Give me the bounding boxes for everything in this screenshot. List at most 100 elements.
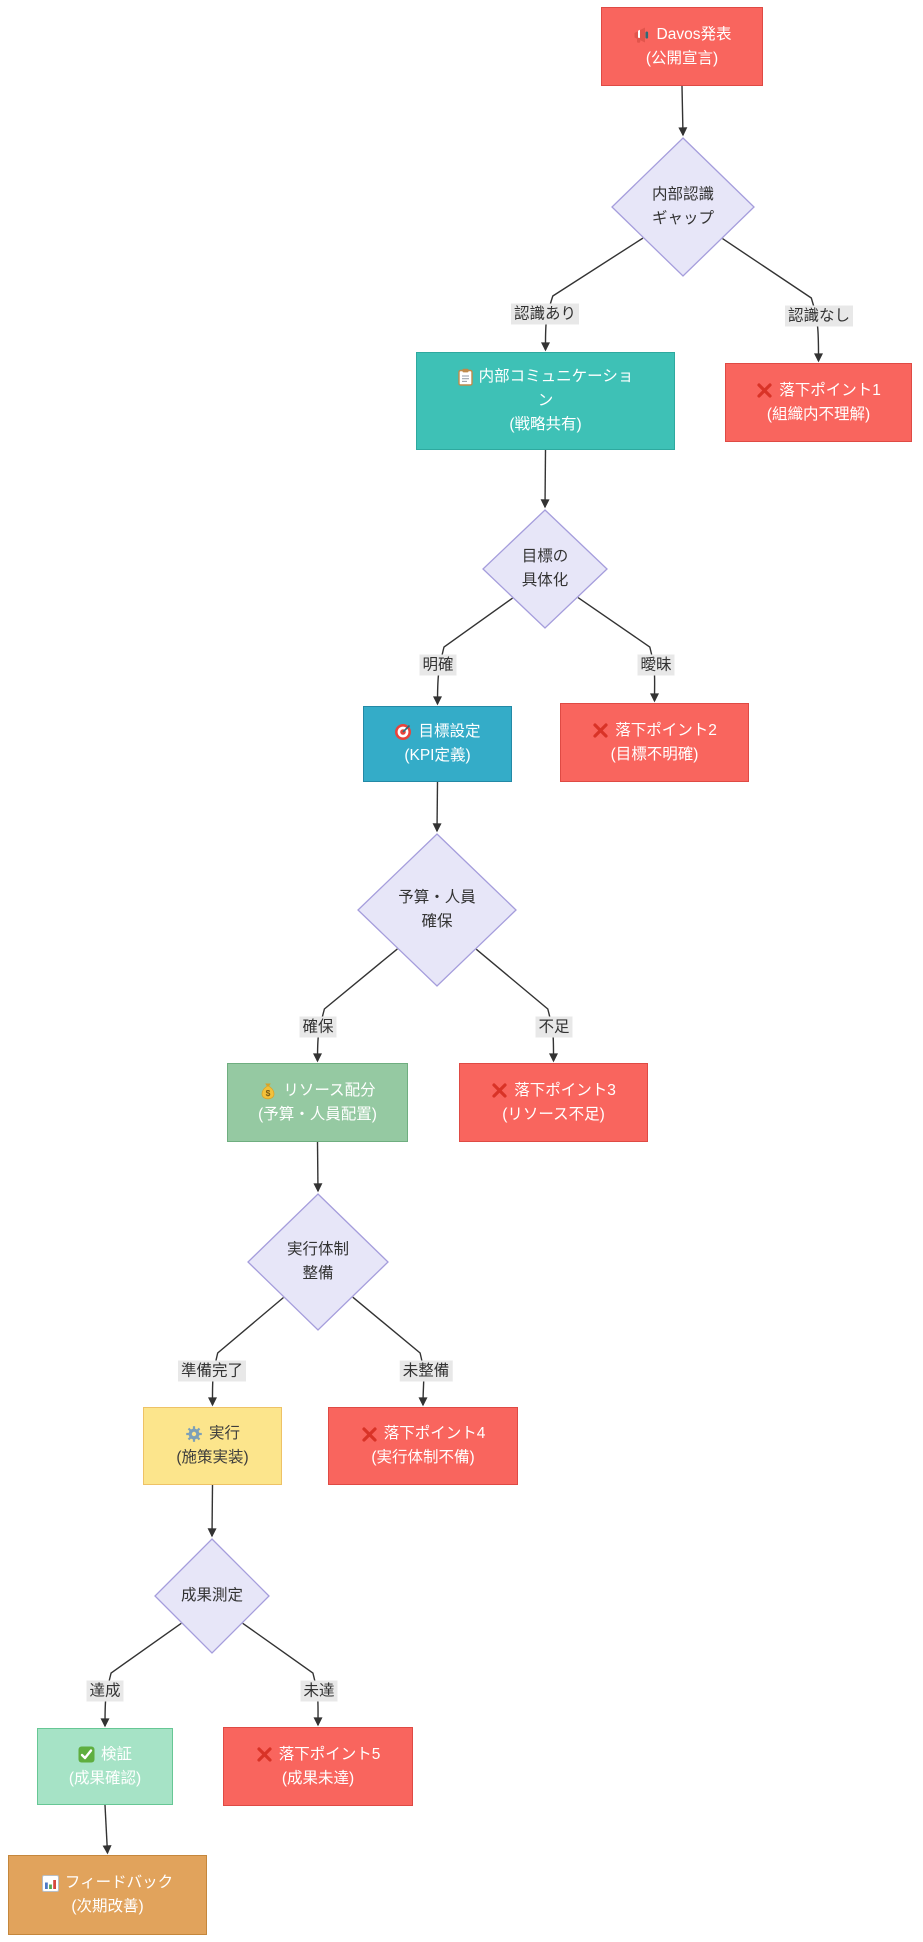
node-text: (施策実装) [176, 1449, 249, 1466]
node-text-row: (目標不明確) [611, 743, 699, 767]
node-text: (予算・人員配置) [258, 1105, 377, 1123]
node-text-row: 目標設定 [394, 720, 481, 744]
node-text: 落下ポイント2 [615, 721, 717, 739]
decision-shape [482, 509, 608, 629]
node-fall5: 落下ポイント5 (成果未達) [223, 1727, 413, 1806]
node-text-line: 具体化 [521, 572, 569, 589]
x-icon [361, 1426, 378, 1443]
node-goal: 目標の具体化 [482, 509, 608, 629]
node-text: 実行 [208, 1425, 240, 1442]
node-text: フィードバック [64, 1874, 174, 1891]
node-text: 目標設定 [418, 723, 481, 740]
barchart-icon [41, 1874, 59, 1892]
node-text-row: (戦略共有) [509, 413, 581, 437]
node-text-row: 落下ポイント4 [361, 1422, 486, 1446]
gear-icon [185, 1425, 203, 1443]
decision-shape [247, 1193, 389, 1331]
node-text-row: 実行 [185, 1422, 240, 1446]
node-text-row: (リソース不足) [502, 1103, 605, 1127]
node-measure: 成果測定 [154, 1538, 270, 1654]
x-icon [592, 722, 609, 739]
node-text: (目標不明確) [610, 745, 699, 763]
node-text: リソース配分 [283, 1081, 376, 1099]
node-text-row: Davos発表 [633, 23, 732, 47]
node-text: (成果確認) [68, 1769, 142, 1787]
edge-label-gap-fall1: 認識なし [784, 305, 854, 327]
node-text-line: 成果測定 [180, 1587, 243, 1604]
node-text-row: 落下ポイント2 [592, 719, 717, 743]
node-text-row: (実行体制不備) [371, 1446, 474, 1470]
node-text-row: フィードバック [41, 1871, 174, 1895]
node-text: (成果未達) [281, 1769, 355, 1787]
moneybag-icon: $ [259, 1082, 277, 1100]
node-text: 落下ポイント1 [779, 381, 881, 399]
node-fall4: 落下ポイント4 (実行体制不備) [328, 1407, 518, 1485]
edge-label-gap-comm: 認識あり [510, 303, 580, 325]
svg-text:$: $ [266, 1088, 271, 1098]
node-text: 内部コミュニケーショ [478, 368, 634, 385]
x-icon [756, 382, 773, 399]
node-text: 落下ポイント5 [278, 1745, 381, 1763]
node-text: (KPI定義) [404, 747, 471, 764]
node-verify: 検証 (成果確認) [37, 1728, 173, 1805]
node-text-line: 整備 [302, 1265, 334, 1282]
node-text-line: 予算・人員 [398, 889, 476, 906]
node-text: 検証 [100, 1745, 132, 1763]
node-budget: 予算・人員確保 [357, 833, 517, 987]
node-text-row: $ リソース配分 [259, 1079, 376, 1103]
node-text-row: (施策実装) [176, 1446, 248, 1470]
edge-label-setup-exec: 準備完了 [177, 1360, 247, 1382]
node-fall3: 落下ポイント3 (リソース不足) [459, 1063, 648, 1142]
node-text-line: 確保 [421, 913, 453, 930]
node-text-row: (KPI定義) [404, 744, 470, 768]
node-text-row: (次期改善) [71, 1895, 143, 1919]
node-text: 落下ポイント4 [383, 1425, 486, 1442]
edge-label-goal-kpi: 明確 [419, 654, 457, 676]
node-text-row: (公開宣言) [646, 47, 718, 71]
node-text-line: 実行体制 [286, 1241, 349, 1258]
node-text-row: 落下ポイント5 [256, 1743, 381, 1767]
edge-label-setup-fall4: 未整備 [399, 1360, 453, 1382]
node-text-row: (予算・人員配置) [258, 1103, 377, 1127]
node-text: (組織内不理解) [766, 405, 871, 423]
node-text-row: 落下ポイント3 [491, 1079, 616, 1103]
node-text-row: ン [538, 389, 554, 413]
check-icon [78, 1746, 95, 1763]
x-icon [491, 1082, 508, 1099]
megaphone-icon [633, 26, 651, 44]
node-text: (戦略共有) [509, 416, 582, 433]
decision-label: 実行体制整備 [247, 1193, 389, 1331]
node-text-row: 内部コミュニケーショ [457, 365, 634, 389]
node-text: Davos発表 [656, 25, 732, 43]
decision-shape [611, 137, 755, 277]
node-text-row: (組織内不理解) [767, 403, 870, 427]
node-kpi: 目標設定 (KPI定義) [363, 706, 512, 782]
node-text: (リソース不足) [502, 1105, 605, 1123]
node-setup: 実行体制整備 [247, 1193, 389, 1331]
node-text-line: 目標の [521, 548, 569, 565]
clipboard-icon [457, 368, 473, 386]
node-text-row: 落下ポイント1 [756, 379, 881, 403]
edge-label-budget-fall3: 不足 [535, 1016, 573, 1038]
node-text-line: 内部認識 [651, 186, 714, 203]
node-davos: Davos発表 (公開宣言) [601, 7, 763, 86]
decision-label: 目標の具体化 [482, 509, 608, 629]
edge-label-budget-resource: 確保 [299, 1016, 337, 1038]
edge-label-measure-fall5: 未達 [300, 1680, 338, 1702]
edge-label-goal-fall2: 曖昧 [637, 654, 675, 676]
node-text: 落下ポイント3 [514, 1081, 616, 1099]
edge-label-measure-verify: 達成 [86, 1680, 124, 1702]
node-exec: 実行 (施策実装) [143, 1407, 282, 1485]
node-comm: 内部コミュニケーション (戦略共有) [416, 352, 675, 450]
decision-shape [357, 833, 517, 987]
decision-label: 成果測定 [154, 1538, 270, 1654]
node-feedback: フィードバック (次期改善) [8, 1855, 207, 1935]
node-gap: 内部認識ギャップ [611, 137, 755, 277]
target-icon [394, 723, 412, 741]
decision-label: 予算・人員確保 [357, 833, 517, 987]
node-fall1: 落下ポイント1 (組織内不理解) [725, 363, 912, 442]
x-icon [256, 1746, 273, 1763]
node-text-row: (成果未達) [282, 1767, 354, 1791]
node-text: (実行体制不備) [371, 1449, 475, 1466]
